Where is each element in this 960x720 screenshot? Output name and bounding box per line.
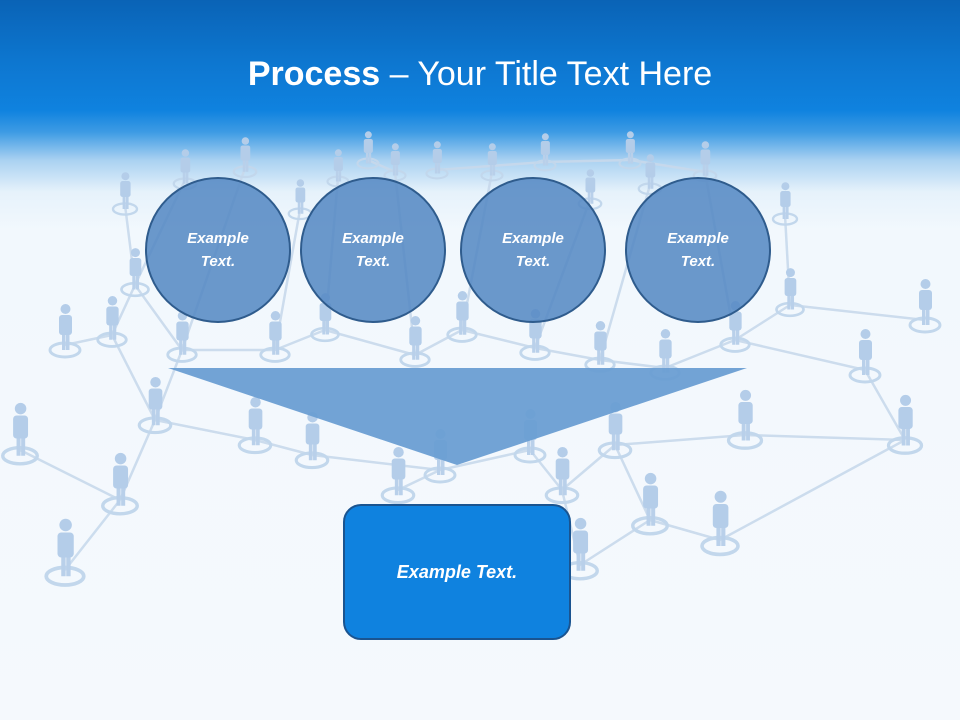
network-link — [649, 518, 721, 542]
network-link — [397, 468, 441, 492]
network-link — [734, 303, 791, 342]
step-label-2: Example Text. — [342, 230, 404, 270]
network-link — [719, 438, 906, 542]
network-link — [324, 328, 416, 357]
step-label-4: Example Text. — [667, 230, 729, 270]
step-circle-1: Example Text. — [145, 177, 291, 323]
network-link — [529, 449, 563, 491]
network-link — [579, 518, 651, 567]
network-link — [561, 444, 616, 491]
result-label: Example Text. — [396, 561, 518, 582]
network-link — [254, 438, 313, 457]
network-link — [664, 338, 736, 370]
step-label-1: Example Text. — [187, 230, 249, 270]
result-box: Example Text. — [343, 504, 571, 640]
network-link — [744, 433, 906, 442]
network-link — [629, 158, 706, 174]
funnel-arrow — [168, 368, 747, 465]
network-link — [734, 338, 866, 372]
network-link — [789, 303, 926, 322]
network-link — [311, 453, 441, 472]
slide-title: Process – Your Title Text Here — [0, 52, 960, 96]
network-link — [274, 328, 326, 352]
network-link — [414, 328, 463, 357]
step-circle-3: Example Text. — [460, 177, 606, 323]
network-link — [614, 433, 746, 447]
title-rest: – Your Title Text Here — [380, 55, 713, 93]
network-link — [110, 334, 157, 421]
network-link — [544, 158, 631, 164]
title-bold: Process — [247, 55, 381, 93]
step-circle-2: Example Text. — [300, 177, 446, 323]
step-circle-4: Example Text. — [625, 177, 771, 323]
step-label-3: Example Text. — [502, 230, 564, 270]
